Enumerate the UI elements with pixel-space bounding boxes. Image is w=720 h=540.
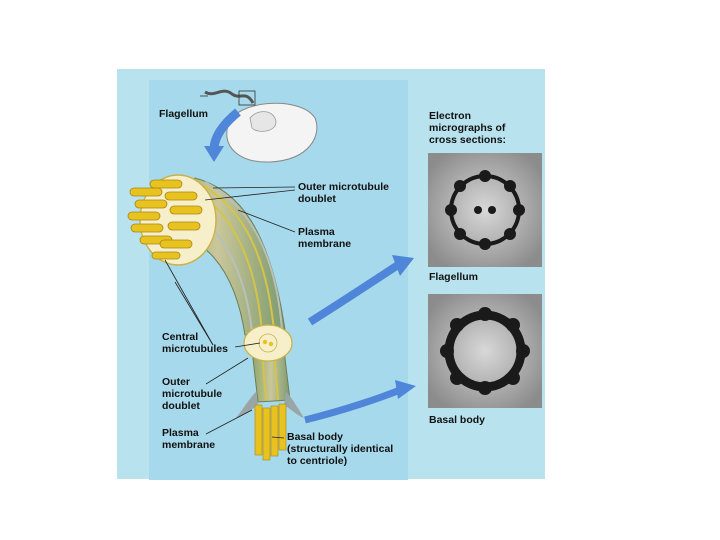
em-basal-body-image <box>428 294 542 408</box>
label-em-heading: Electron micrographs of cross sections: <box>429 110 506 146</box>
label-plasma-membrane-bottom: Plasma membrane <box>162 427 215 451</box>
label-outer-microtubule-doublet-top: Outer microtubule doublet <box>298 181 389 205</box>
label-central-microtubules: Central microtubules <box>162 331 228 355</box>
em-flagellum-image <box>428 153 542 267</box>
label-em-basal-body: Basal body <box>429 414 485 426</box>
arrow-to-flagellum-micrograph <box>310 265 398 322</box>
cross-section-middle <box>244 325 292 361</box>
label-em-flagellum: Flagellum <box>429 271 478 283</box>
label-plasma-membrane-top: Plasma membrane <box>298 226 351 250</box>
label-basal-body: Basal body (structurally identical to ce… <box>287 431 393 467</box>
arrow-to-basal-body-micrograph <box>305 390 400 420</box>
cross-section-top <box>128 175 216 265</box>
label-outer-microtubule-doublet-bottom: Outer microtubule doublet <box>162 376 222 412</box>
label-flagellum: Flagellum <box>159 108 208 120</box>
